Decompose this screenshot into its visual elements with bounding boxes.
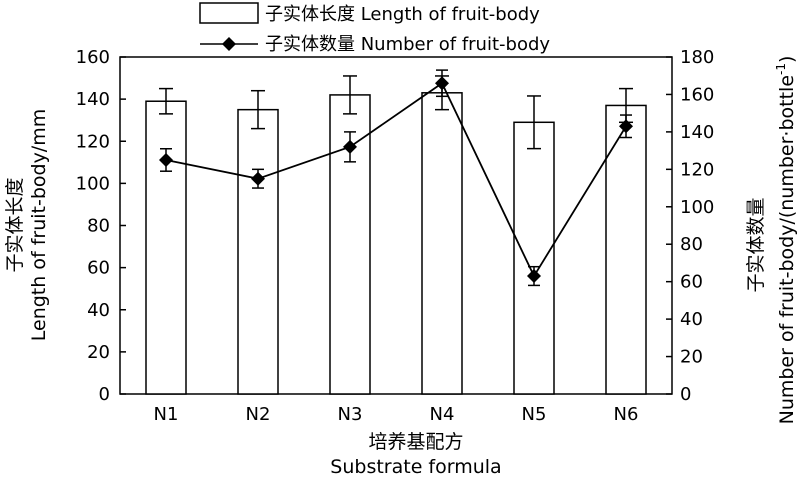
y-left-tick-label: 140 (76, 89, 110, 110)
y-left-tick-label: 80 (87, 216, 110, 237)
legend-diamond-marker (222, 37, 236, 51)
bar (421, 92, 463, 395)
y-right-label-en: Number of fruit-body/(number·bottle-1) (774, 56, 798, 425)
x-tick-label: N3 (338, 404, 363, 425)
legend-line-label: 子实体数量 Number of fruit-body (265, 34, 550, 55)
y-right-tick-label: 180 (680, 47, 714, 68)
y-left-tick-label: 60 (87, 258, 110, 279)
x-tick-label: N2 (246, 404, 271, 425)
y-left-tick-label: 20 (87, 342, 110, 363)
y-right-label-close: ) (776, 56, 798, 63)
y-right-tick-label: 120 (680, 159, 714, 180)
bar (605, 104, 647, 395)
x-axis-label-en: Substrate formula (330, 456, 501, 478)
series-line (165, 81, 627, 278)
x-axis-label-cn: 培养基配方 (368, 431, 463, 453)
data-point-diamond (343, 139, 357, 154)
y-right-tick-label: 40 (680, 309, 703, 330)
y-right-tick-label: 20 (680, 347, 703, 368)
bar (513, 121, 555, 395)
plot-frame (119, 56, 673, 395)
y-right-label-sup: -1 (774, 63, 788, 75)
y-left-tick-label: 120 (76, 131, 110, 152)
x-tick-label: N5 (522, 404, 547, 425)
data-point-diamond (527, 269, 541, 284)
y-right-tick-label: 160 (680, 84, 714, 105)
data-point-diamond (619, 119, 633, 134)
x-tick-label: N1 (154, 404, 179, 425)
legend-bar-swatch (199, 2, 259, 24)
bar (237, 108, 279, 395)
x-tick-label: N6 (614, 404, 639, 425)
y-right-tick-label: 60 (680, 272, 703, 293)
y-right-tick-label: 0 (680, 384, 691, 405)
x-tick-label: N4 (430, 404, 455, 425)
y-right-label-cn: 子实体数量 (745, 197, 767, 292)
data-point-diamond (435, 76, 449, 91)
y-left-tick-label: 160 (76, 47, 110, 68)
plot-area: 0 20 40 60 80 100 120 140 160 0 20 40 60 80 100 120 140 1… (76, 47, 715, 425)
y-left-tick-label: 0 (99, 384, 110, 405)
y-right-tick-label: 100 (680, 197, 714, 218)
y-right-tick-label: 140 (680, 122, 714, 143)
data-point-diamond (159, 152, 173, 167)
y-left-label-cn: 子实体长度 (4, 177, 26, 272)
y-left-tick-label: 100 (76, 173, 110, 194)
y-left-label-en: Length of fruit-body/mm (28, 109, 50, 341)
data-point-diamond (251, 171, 265, 186)
y-left-tick-label: 40 (87, 300, 110, 321)
y-right-tick-label: 80 (680, 234, 703, 255)
legend-bar-label: 子实体长度 Length of fruit-body (265, 4, 540, 25)
bar (145, 100, 187, 395)
legend: 子实体长度 Length of fruit-body 子实体数量 Number … (199, 2, 550, 55)
y-right-label-main: Number of fruit-body/(number·bottle (776, 75, 798, 424)
axis-labels: 培养基配方 Substrate formula 子实体长度 Length of … (4, 56, 798, 478)
